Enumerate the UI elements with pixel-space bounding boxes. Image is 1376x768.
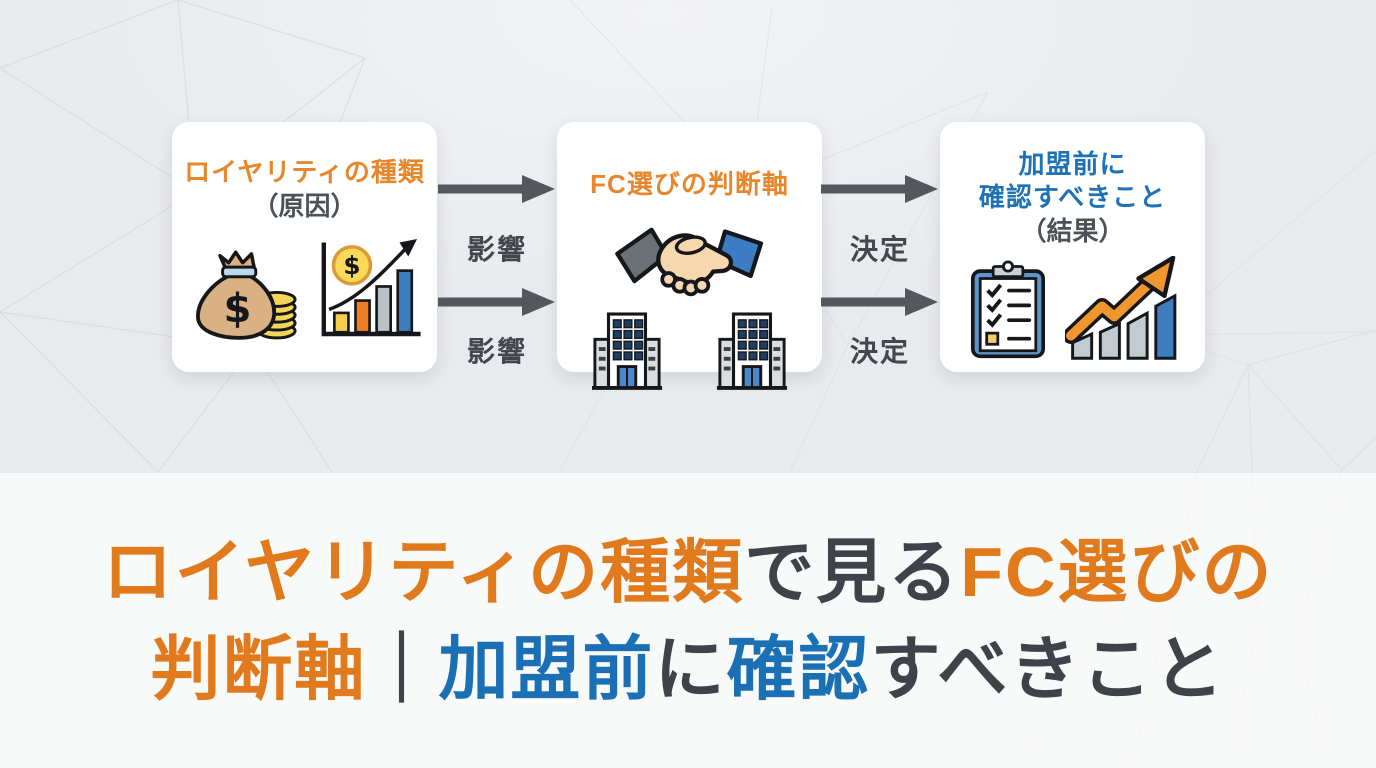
title-band: [0, 473, 1376, 768]
connector-label: 影響: [466, 336, 527, 367]
building-icon: [716, 312, 788, 390]
svg-text:$: $: [223, 286, 251, 332]
card-subtitle: （結果）: [1020, 216, 1125, 246]
card-title-line2: 確認すべきこと: [978, 182, 1167, 212]
connector-label: 決定: [849, 336, 910, 367]
title-segment: ロイヤリティの種類: [102, 533, 745, 611]
title-segment: 確認: [726, 630, 871, 708]
card-icons: $ $: [172, 237, 437, 343]
page-title-line2: 判断軸｜加盟前に確認すべきこと: [0, 621, 1376, 718]
checklist-clipboard-icon: [970, 260, 1045, 359]
card-check-before-joining: 加盟前に 確認すべきこと （結果）: [940, 122, 1205, 372]
title-segment: で見る: [744, 533, 961, 611]
building-icon: [591, 312, 663, 390]
right-arrow-icon: [821, 175, 938, 203]
connector-label: 影響: [466, 234, 527, 265]
handshake-icon: [614, 227, 763, 297]
connector-label: 決定: [849, 234, 910, 265]
right-arrow-icon: [438, 175, 555, 203]
connector-decision: 決定 決定: [820, 122, 940, 372]
page-title-line1: ロイヤリティの種類で見るFC選びの: [0, 524, 1376, 621]
title-segment: 加盟前: [438, 630, 655, 708]
sales-growth-chart-icon: $: [321, 238, 421, 337]
growth-arrow-icon: [1064, 256, 1176, 360]
right-arrow-icon: [821, 288, 938, 316]
page-title: ロイヤリティの種類で見るFC選びの 判断軸｜加盟前に確認すべきこと: [0, 524, 1376, 718]
card-icons: [557, 211, 822, 310]
title-segment: 判断軸: [150, 630, 367, 708]
card-subtitle: （原因）: [252, 191, 357, 221]
money-bag-icon: $: [195, 250, 297, 340]
title-segment: すべきこと: [870, 630, 1226, 708]
title-segment: ｜: [366, 630, 439, 708]
connector-influence: 影響 影響: [437, 122, 557, 372]
card-title: ロイヤリティの種類: [184, 157, 425, 187]
right-arrow-icon: [438, 288, 555, 316]
card-title-line1: 加盟前に: [1018, 149, 1127, 179]
title-segment: FC選びの: [960, 533, 1274, 611]
card-icons: [940, 256, 1205, 360]
buildings-row: [557, 310, 822, 392]
svg-text:$: $: [343, 251, 360, 280]
title-segment: に: [654, 630, 727, 708]
card-title: FC選びの判断軸: [590, 169, 789, 199]
card-fc-decision-axis: FC選びの判断軸: [557, 122, 822, 390]
card-royalty-types: ロイヤリティの種類 （原因） $: [172, 122, 437, 372]
